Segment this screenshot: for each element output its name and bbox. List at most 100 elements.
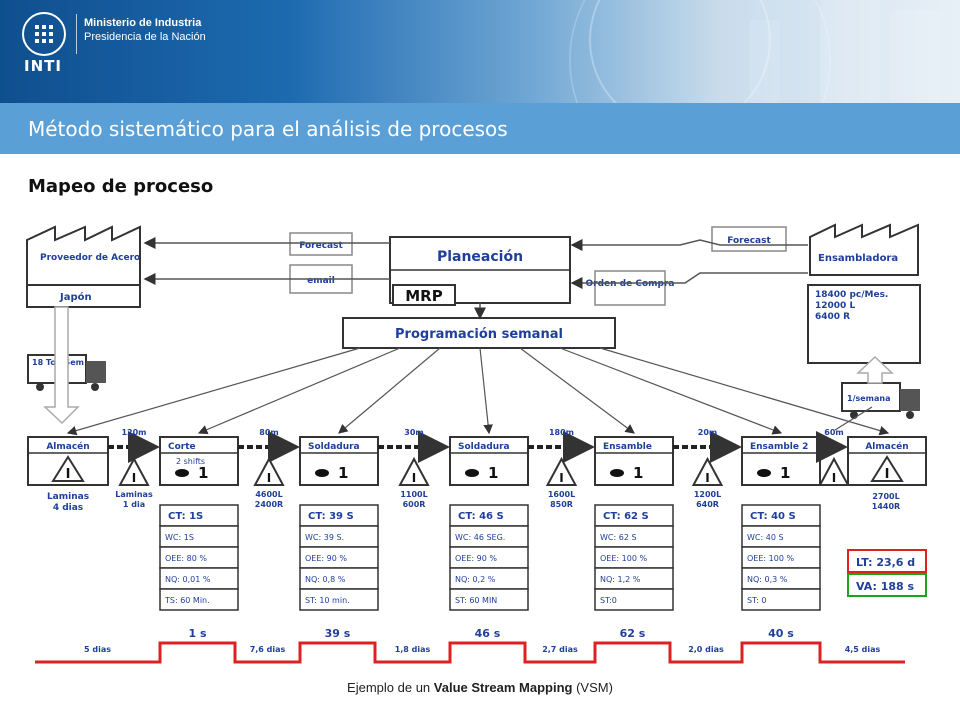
process-name: Soldadura (308, 442, 360, 452)
section-subtitle: Mapeo de proceso (28, 176, 214, 197)
process-name: Corte (168, 442, 196, 452)
caption-pre: Ejemplo de un (347, 680, 434, 695)
distance-label: 20m (698, 428, 717, 437)
data-box-text: CT: 39 S (308, 511, 354, 522)
data-box-text: CT: 1S (168, 511, 203, 522)
schedule-arrow (599, 347, 890, 436)
supplier-name: Proveedor de Acero (40, 253, 140, 263)
data-box-text: OEE: 90 % (305, 554, 347, 563)
forecast-left-label: Forecast (299, 241, 343, 251)
data-box-text: ST:0 (600, 596, 617, 605)
process-name: Soldadura (458, 442, 510, 452)
title-bar: Método sistemático para el análisis de p… (0, 103, 960, 154)
data-box-text: OEE: 90 % (455, 554, 497, 563)
inventory-line: 1 dia (123, 500, 145, 509)
email-label: email (307, 276, 335, 286)
order-label: Orden de Compra (586, 279, 675, 289)
distance-label: 180m (549, 428, 574, 437)
process-name: Ensamble (603, 442, 652, 452)
svg-text:I: I (705, 471, 709, 485)
data-box-text: WC: 39 S. (305, 533, 344, 542)
timeline-proc-label: 39 s (325, 627, 351, 640)
process-name: Almacén (865, 441, 908, 452)
data-box-text: NQ: 0,8 % (305, 575, 346, 584)
svg-text:I: I (885, 467, 890, 482)
page-title: Método sistemático para el análisis de p… (28, 117, 508, 141)
data-box-text: WC: 62 S (600, 533, 637, 542)
process-box (449, 436, 529, 486)
data-box-text: CT: 62 S (603, 511, 649, 522)
logo-grid-icon (35, 25, 53, 43)
supplier-location: Japón (59, 291, 92, 303)
timeline-wait-label: 7,6 dias (250, 645, 286, 654)
shipment-out-truck (841, 382, 920, 419)
data-box-text: ST: 60 MIN (455, 596, 497, 605)
timeline-proc-label: 62 s (620, 627, 646, 640)
timeline-wait-label: 5 dias (84, 645, 111, 654)
schedule-arrow (338, 347, 441, 434)
figure-caption: Ejemplo de un Value Stream Mapping (VSM) (0, 680, 960, 695)
forecast-left-box (289, 232, 353, 256)
inventory-triangle-icon (545, 456, 578, 486)
lead-time-label: LT: 23,6 d (856, 556, 915, 569)
ministry-line2: Presidencia de la Nación (84, 31, 206, 43)
header-decoration (569, 0, 940, 103)
schedule-arrows (66, 347, 890, 436)
inventory-line: 850R (550, 500, 573, 509)
timeline-proc-label: 1 s (188, 627, 206, 640)
inventory-triangle-icon (870, 455, 904, 482)
header-separator (76, 14, 77, 54)
vsm-diagram: Proveedor de Acero Japón Ensambladora 18… (26, 223, 927, 664)
order-box (594, 270, 666, 306)
svg-text:I: I (66, 467, 71, 482)
data-box-text: WC: 40 S (747, 533, 784, 542)
data-box-text: OEE: 100 % (747, 554, 794, 563)
inventory-triangle-icon (691, 456, 724, 486)
process-name: Ensamble 2 (750, 442, 808, 452)
svg-text:I: I (132, 471, 136, 485)
process-box (594, 436, 674, 486)
timeline-wait-label: 2,0 dias (688, 645, 724, 654)
data-box-row (449, 588, 529, 611)
distance-label: 120m (121, 428, 146, 437)
data-box-row (299, 588, 379, 611)
data-box-text: NQ: 0,3 % (747, 575, 788, 584)
inventory-line: 600R (403, 500, 426, 509)
inventory-first: 4 dias (53, 503, 83, 513)
customer-demand-1: 18400 pc/Mes. (815, 290, 888, 300)
inventory-triangle-icon (253, 456, 285, 486)
process-box (299, 436, 379, 486)
inti-logo (22, 12, 66, 56)
value-added-box (847, 573, 927, 597)
timeline-line (35, 641, 905, 664)
supplier-factory (26, 225, 141, 308)
data-box-text: CT: 40 S (750, 511, 796, 522)
mrp-box (392, 284, 456, 306)
timeline-wait-label: 1,8 dias (395, 645, 431, 654)
distance-label: 60m (824, 428, 843, 437)
operator-icon (757, 469, 771, 477)
caption-bold: Value Stream Mapping (433, 680, 573, 695)
distance-label: 80m (259, 428, 278, 437)
inventory-line: 640R (696, 500, 719, 509)
data-box-text: ST: 0 (747, 596, 766, 605)
lead-time-box (847, 549, 927, 573)
inventory-line: Laminas (115, 490, 153, 499)
process-box (159, 436, 239, 486)
forecast-right-label: Forecast (727, 236, 771, 246)
schedule-arrow (479, 347, 493, 435)
distance-label: 30m (404, 428, 423, 437)
info-arrows (143, 237, 808, 320)
svg-text:I: I (559, 471, 563, 485)
inventory-last: 1440R (872, 502, 900, 511)
operator-icon (610, 469, 624, 477)
logo-text: INTI (24, 57, 62, 75)
value-added-label: VA: 188 s (856, 580, 915, 593)
data-box-text: TS: 60 Min. (164, 596, 210, 605)
operator-count: 1 (338, 464, 348, 482)
ministry-label: Ministerio de Industria Presidencia de l… (84, 16, 206, 44)
shipment-out-label: 1/semana (847, 394, 891, 403)
mrp-label: MRP (405, 287, 442, 305)
data-box-text: CT: 46 S (458, 511, 504, 522)
data-box-text: NQ: 0,01 % (165, 575, 211, 584)
